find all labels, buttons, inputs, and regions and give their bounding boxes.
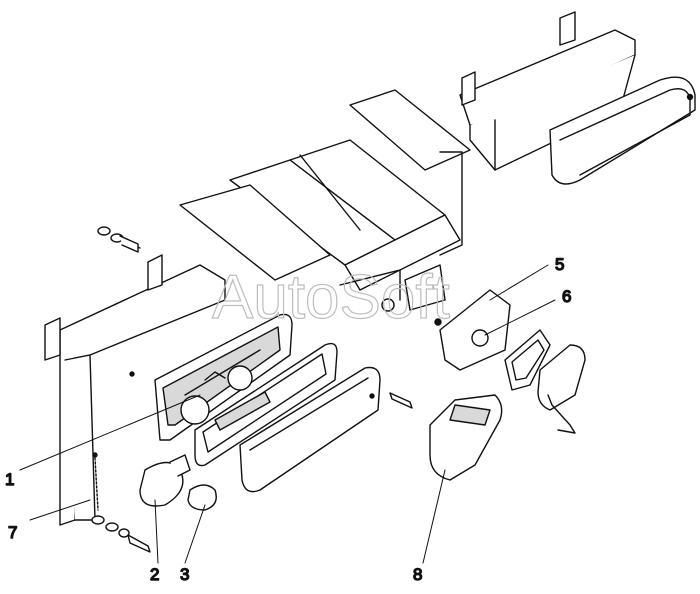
bulb-small <box>187 484 217 511</box>
watermark: AutoSoft <box>212 263 450 332</box>
bulb-large <box>139 454 191 507</box>
side-lamp-housing <box>381 264 511 371</box>
upper-right-bracket <box>459 11 636 171</box>
callout-8: 8 <box>413 565 422 584</box>
leader-lines <box>19 264 556 564</box>
side-lamp-lens <box>537 344 586 434</box>
callout-7: 7 <box>8 523 17 542</box>
lens-screw <box>389 392 413 409</box>
bolt-bottom <box>91 515 151 553</box>
side-lamp-gasket <box>504 329 551 391</box>
callout-5: 5 <box>555 255 564 274</box>
bolt-top <box>97 226 141 253</box>
side-bracket <box>44 254 226 526</box>
frame-rail <box>179 89 471 301</box>
callout-1: 1 <box>5 470 14 489</box>
lamp-housing <box>154 313 293 441</box>
callout-2: 2 <box>150 565 159 584</box>
callout-3: 3 <box>180 565 189 584</box>
marker-lamp <box>429 394 503 481</box>
lamp-lens <box>239 366 381 493</box>
gasket <box>194 342 338 467</box>
callout-6: 6 <box>562 287 571 306</box>
upper-right-lamp <box>549 76 696 185</box>
